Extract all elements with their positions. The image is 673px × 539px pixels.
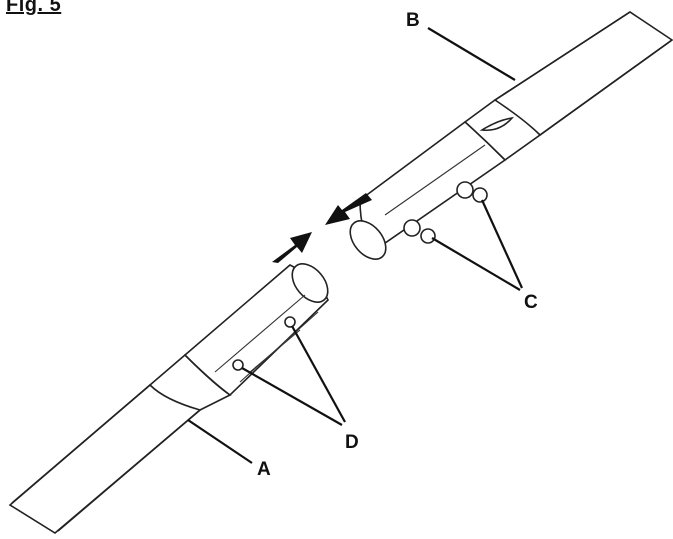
upper-sleeve-opening <box>349 220 387 260</box>
label-b: B <box>406 10 420 31</box>
bolt-hole-d2 <box>284 316 296 328</box>
arrow-down-left-icon <box>325 193 372 225</box>
upper-shaft-tube <box>493 11 673 136</box>
upper-slot-line <box>384 144 486 216</box>
leader-d1 <box>241 367 343 426</box>
leader-b <box>427 27 516 81</box>
leader-c2 <box>480 199 524 289</box>
lower-slot-line <box>249 329 301 373</box>
bolt-c1 <box>456 181 474 199</box>
arrow-push-down <box>325 193 372 225</box>
leader-d2 <box>291 325 346 423</box>
arrow-up-right-icon <box>272 232 312 263</box>
arrow-push-up <box>272 232 312 263</box>
lower-shaft-tube <box>8 384 202 534</box>
leader-c1 <box>431 237 521 291</box>
bolt-hole-d1 <box>232 359 244 371</box>
upper-shaft-b <box>349 11 673 260</box>
bolt-c2-head <box>420 228 436 244</box>
lower-sleeve-end <box>291 263 329 303</box>
lower-shaft-edge-top <box>11 384 151 504</box>
label-c: C <box>524 292 538 313</box>
lower-shaft-edge-bottom <box>57 409 201 532</box>
bolt-c1-head <box>472 187 488 203</box>
label-d: D <box>345 432 359 453</box>
figure-title: Fig. 5 <box>6 0 62 16</box>
collar-point <box>479 116 514 132</box>
leader-a <box>187 419 253 464</box>
lower-slot-line <box>214 294 306 373</box>
lower-shaft-a <box>8 263 329 534</box>
upper-shaft-edge-bottom <box>539 39 673 136</box>
label-a: A <box>257 459 271 480</box>
bolt-c2 <box>403 219 421 237</box>
upper-shaft-edge-top <box>494 11 631 101</box>
